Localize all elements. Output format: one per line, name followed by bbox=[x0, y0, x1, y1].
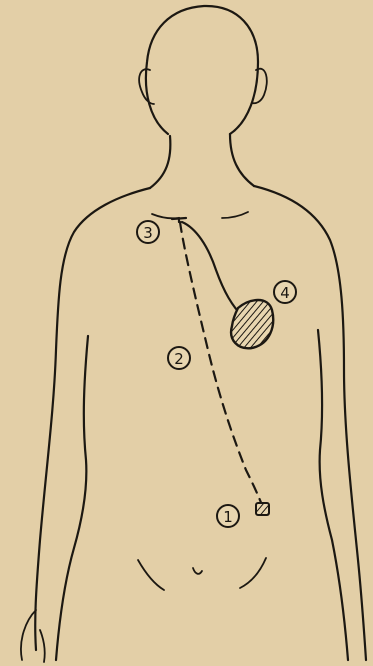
callout-4: 4 bbox=[274, 281, 296, 303]
callout-2-label: 2 bbox=[174, 350, 184, 368]
right-shoulder-arm bbox=[254, 186, 366, 660]
solid-lead bbox=[182, 222, 244, 318]
neck-right bbox=[230, 134, 254, 186]
hip-crease-left bbox=[138, 560, 164, 590]
dashed-tunnel-line bbox=[180, 222, 262, 505]
torso-left-side bbox=[56, 336, 88, 660]
left-hand bbox=[21, 610, 45, 662]
hatched-port bbox=[256, 503, 269, 515]
collarbone-left bbox=[152, 214, 178, 218]
navel bbox=[193, 568, 202, 574]
callout-3: 3 bbox=[137, 221, 159, 243]
hatched-device bbox=[231, 300, 273, 348]
collarbone-right bbox=[222, 212, 248, 218]
insertion-marker bbox=[172, 218, 186, 222]
callout-1: 1 bbox=[217, 505, 239, 527]
neck-left bbox=[150, 136, 170, 188]
callout-3-label: 3 bbox=[143, 224, 153, 242]
hip-crease-right bbox=[240, 558, 266, 588]
callout-2: 2 bbox=[168, 347, 190, 369]
left-shoulder-arm bbox=[35, 188, 150, 650]
callout-4-label: 4 bbox=[280, 284, 290, 302]
callout-1-label: 1 bbox=[223, 508, 233, 526]
head-outline bbox=[146, 6, 258, 134]
